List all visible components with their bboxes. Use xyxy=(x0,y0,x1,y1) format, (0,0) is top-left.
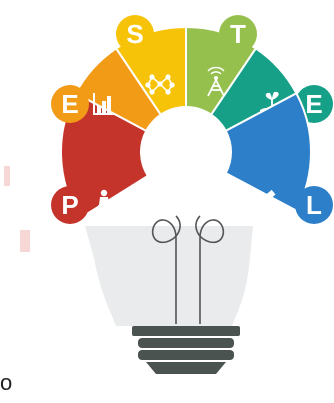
segment-letter: L xyxy=(306,190,322,220)
stray-character: o xyxy=(0,370,13,395)
bulb-base xyxy=(132,326,240,374)
segment-t-3: T xyxy=(185,15,258,117)
segment-letter: S xyxy=(126,19,143,49)
segment-letter: E xyxy=(305,89,322,119)
letter-badge: E xyxy=(51,85,89,123)
radio-tower-icon xyxy=(207,66,225,97)
segment-p-0: P xyxy=(51,91,150,224)
network-icon xyxy=(145,74,175,95)
bulb-glass xyxy=(85,226,253,326)
background-smudge xyxy=(20,230,30,252)
segment-e-1: E xyxy=(51,46,163,133)
letter-badge: T xyxy=(219,15,257,53)
speaker-podium-icon xyxy=(98,189,110,215)
letter-badge: L xyxy=(295,186,333,224)
filament xyxy=(151,215,225,324)
letter-badge: S xyxy=(116,15,154,53)
gavel-icon xyxy=(260,189,280,215)
segment-letter: E xyxy=(61,89,78,119)
segment-letter: P xyxy=(61,190,78,220)
segment-l-5: L xyxy=(224,91,333,224)
bar-chart-icon xyxy=(93,93,115,115)
background-smudge xyxy=(4,166,10,186)
segment-letter: T xyxy=(230,19,246,49)
letter-badge: P xyxy=(51,186,89,224)
center-hole xyxy=(142,108,230,196)
